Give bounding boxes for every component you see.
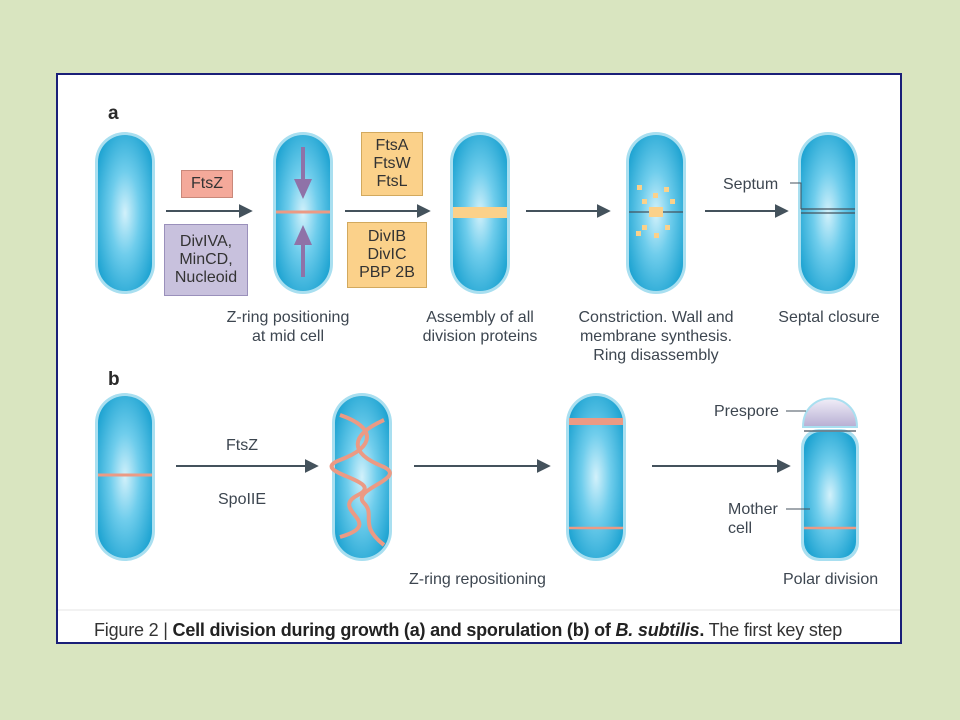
inhibitor-divIVA: DivIVA, (179, 233, 233, 250)
figure-illustration (58, 132, 900, 611)
ftsz-box-label: FtsZ (191, 175, 223, 192)
protein-ftsa: FtsA (375, 137, 409, 154)
disassembling-ring (636, 185, 675, 238)
protein-pbp2b: PBP 2B (359, 264, 415, 281)
ftsz-box: FtsZ (181, 170, 233, 198)
cell-b1 (95, 393, 155, 561)
ftsz-spiral (329, 413, 369, 539)
late-proteins-box-bottom: DivIB DivIC PBP 2B (347, 222, 427, 288)
panel-label-b: b (108, 369, 120, 390)
figure-caption: Figure 2 | Cell division during growth (… (94, 620, 843, 640)
stage-label-repositioning: Z-ring repositioning (409, 571, 546, 588)
inhibitor-box: DivIVA, MinCD, Nucleoid (164, 224, 248, 296)
inhibitor-mincd: MinCD, (179, 251, 233, 268)
prespore-label: Prespore (714, 403, 779, 420)
cell-a2 (273, 132, 333, 294)
late-proteins-box-top: FtsA FtsW FtsL (361, 132, 423, 196)
cell-a5 (790, 132, 858, 294)
inhibitor-nucleoid: Nucleoid (174, 269, 238, 286)
inhibitor-arrow-down (294, 147, 312, 199)
stage-label-positioning: Z-ring positioning at mid cell (226, 309, 350, 345)
stage-label-polar-division: Polar division (783, 571, 879, 588)
cell-a4 (626, 132, 686, 294)
septum-label: Septum (723, 176, 779, 193)
protein-ftsw: FtsW (373, 155, 411, 172)
spoiie-label: SpoIIE (218, 491, 267, 508)
protein-divic: DivIC (367, 246, 407, 263)
division-ring (453, 207, 507, 218)
inhibitor-arrow-up (294, 225, 312, 277)
stage-label-closure: Septal closure (778, 309, 880, 326)
stage-label-assembly: Assembly of all division proteins (422, 309, 538, 345)
cell-a1 (95, 132, 155, 294)
panel-label-a: a (108, 103, 119, 124)
cell-b3 (566, 393, 626, 561)
protein-ftsl: FtsL (376, 173, 408, 190)
mother-cell-label: Mother cell (728, 501, 778, 537)
prespore-compartment (801, 397, 859, 428)
cell-b4 (786, 397, 859, 561)
figure-frame: a b FtsZ DivIVA, MinCD, Nucleoid FtsA Ft… (56, 73, 902, 644)
stage-label-constriction: Constriction. Wall and membrane synthesi… (578, 309, 734, 364)
protein-divib: DivIB (367, 228, 407, 245)
ftsz-label-b: FtsZ (226, 437, 258, 454)
cell-b2 (329, 393, 392, 561)
septum-leader-line (790, 182, 802, 209)
cell-a3 (450, 132, 510, 294)
